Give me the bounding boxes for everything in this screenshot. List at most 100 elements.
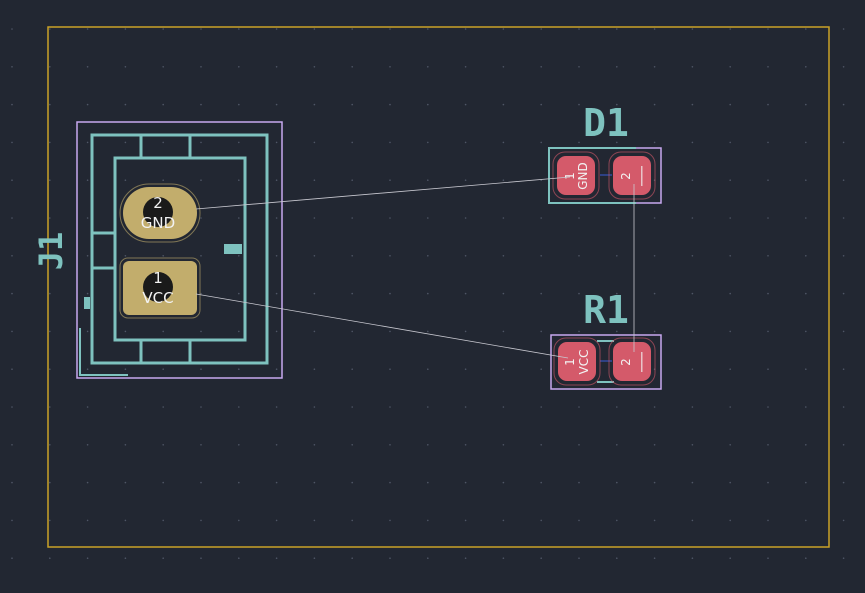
grid-dot — [427, 444, 429, 446]
grid-dot — [616, 557, 618, 559]
grid-dot — [389, 103, 391, 106]
grid-dot — [162, 519, 164, 522]
grid-dot — [389, 519, 391, 522]
footprint-r1[interactable]: R1 1 VCC 2 — [550, 288, 662, 390]
grid-dot — [805, 255, 807, 257]
grid-dot — [275, 519, 278, 522]
grid-dot — [540, 406, 542, 408]
j1-silkscreen-latch-right — [224, 244, 242, 254]
grid-dot — [805, 103, 807, 106]
grid-dot — [124, 141, 127, 144]
grid-dot — [540, 330, 542, 333]
grid-dot — [729, 330, 731, 333]
j1-pad-2-net: GND — [141, 214, 175, 232]
grid-dot — [49, 66, 51, 68]
grid-dot — [49, 217, 51, 219]
grid-dot — [653, 217, 656, 219]
grid-dot — [313, 255, 316, 257]
grid-dot — [502, 519, 505, 522]
grid-dot — [313, 217, 316, 219]
grid-dot — [691, 444, 694, 446]
grid-dot — [578, 481, 580, 484]
grid-dot — [11, 141, 13, 144]
d1-pad-1[interactable]: 1 GND — [552, 151, 600, 200]
j1-pad-2-number: 2 — [153, 194, 163, 212]
grid-dot — [616, 28, 618, 30]
grid-dot — [502, 368, 505, 371]
footprint-d1[interactable]: D1 1 GND 2 — [548, 101, 662, 204]
ratsnest-gnd — [195, 176, 571, 210]
grid-dot — [805, 28, 807, 30]
grid-dot — [389, 217, 391, 219]
grid-dot — [86, 103, 89, 106]
grid-dot — [49, 406, 51, 408]
grid-dot — [502, 217, 505, 219]
grid-dot — [238, 255, 240, 257]
grid-dot — [86, 481, 89, 484]
r1-pad-2-clearance — [608, 337, 656, 386]
grid-dot — [389, 481, 391, 484]
grid-dot — [464, 330, 467, 333]
grid-dot — [616, 66, 618, 68]
grid-dot — [842, 519, 845, 522]
r1-pad-1[interactable]: 1 VCC — [553, 337, 601, 386]
grid-dot — [653, 444, 656, 446]
grid-dot — [313, 179, 316, 181]
grid-dot — [540, 217, 542, 219]
grid-dot — [162, 330, 164, 333]
grid-dot — [86, 179, 89, 181]
r1-reference: R1 — [583, 288, 629, 332]
grid-dot — [11, 66, 13, 68]
grid-dot — [767, 255, 769, 257]
grid-dot — [389, 28, 391, 30]
grid-dot — [351, 368, 354, 371]
grid-dot — [767, 406, 769, 408]
j1-pad-2[interactable]: 2 GND — [119, 183, 201, 243]
grid-dot — [691, 217, 694, 219]
grid-dot — [842, 481, 845, 484]
j1-pad-1[interactable]: 1 VCC — [119, 257, 201, 319]
footprint-j1[interactable]: J1 2 GND 1 VCC — [32, 121, 283, 379]
grid-dot — [162, 103, 164, 106]
grid-dot — [124, 28, 127, 30]
grid-dot — [238, 557, 240, 559]
grid-dot — [49, 255, 51, 257]
grid-dot — [238, 292, 240, 295]
grid-dot — [238, 103, 240, 106]
grid-dot — [275, 444, 278, 446]
grid-dot — [805, 292, 807, 295]
j1-pad-1-number: 1 — [153, 269, 163, 287]
grid-dot — [389, 330, 391, 333]
grid-dot — [86, 141, 89, 144]
grid-dot — [578, 66, 580, 68]
d1-pad-2[interactable]: 2 — [608, 151, 656, 200]
grid-dot — [805, 519, 807, 522]
grid-dot — [767, 103, 769, 106]
grid-dot — [238, 444, 240, 446]
r1-pad-2[interactable]: 2 — [608, 337, 656, 386]
grid-dot — [162, 66, 164, 68]
grid-dot — [313, 557, 316, 559]
grid-dot — [729, 444, 731, 446]
grid-dot — [842, 444, 845, 446]
grid-dot — [124, 103, 127, 106]
grid-dot — [540, 103, 542, 106]
grid-dot — [464, 66, 467, 68]
grid-dot — [86, 406, 89, 408]
grid-dot — [502, 103, 505, 106]
grid-dot — [162, 481, 164, 484]
grid-dot — [502, 557, 505, 559]
grid-dot — [540, 141, 542, 144]
grid-dots — [11, 28, 845, 559]
grid-dot — [11, 519, 13, 522]
grid-dot — [464, 292, 467, 295]
grid-dot — [427, 217, 429, 219]
grid-dot — [389, 141, 391, 144]
grid-dot — [805, 66, 807, 68]
d1-reference: D1 — [583, 101, 629, 145]
grid-dot — [124, 66, 127, 68]
grid-dot — [616, 217, 618, 219]
grid-dot — [238, 406, 240, 408]
grid-dot — [124, 255, 127, 257]
